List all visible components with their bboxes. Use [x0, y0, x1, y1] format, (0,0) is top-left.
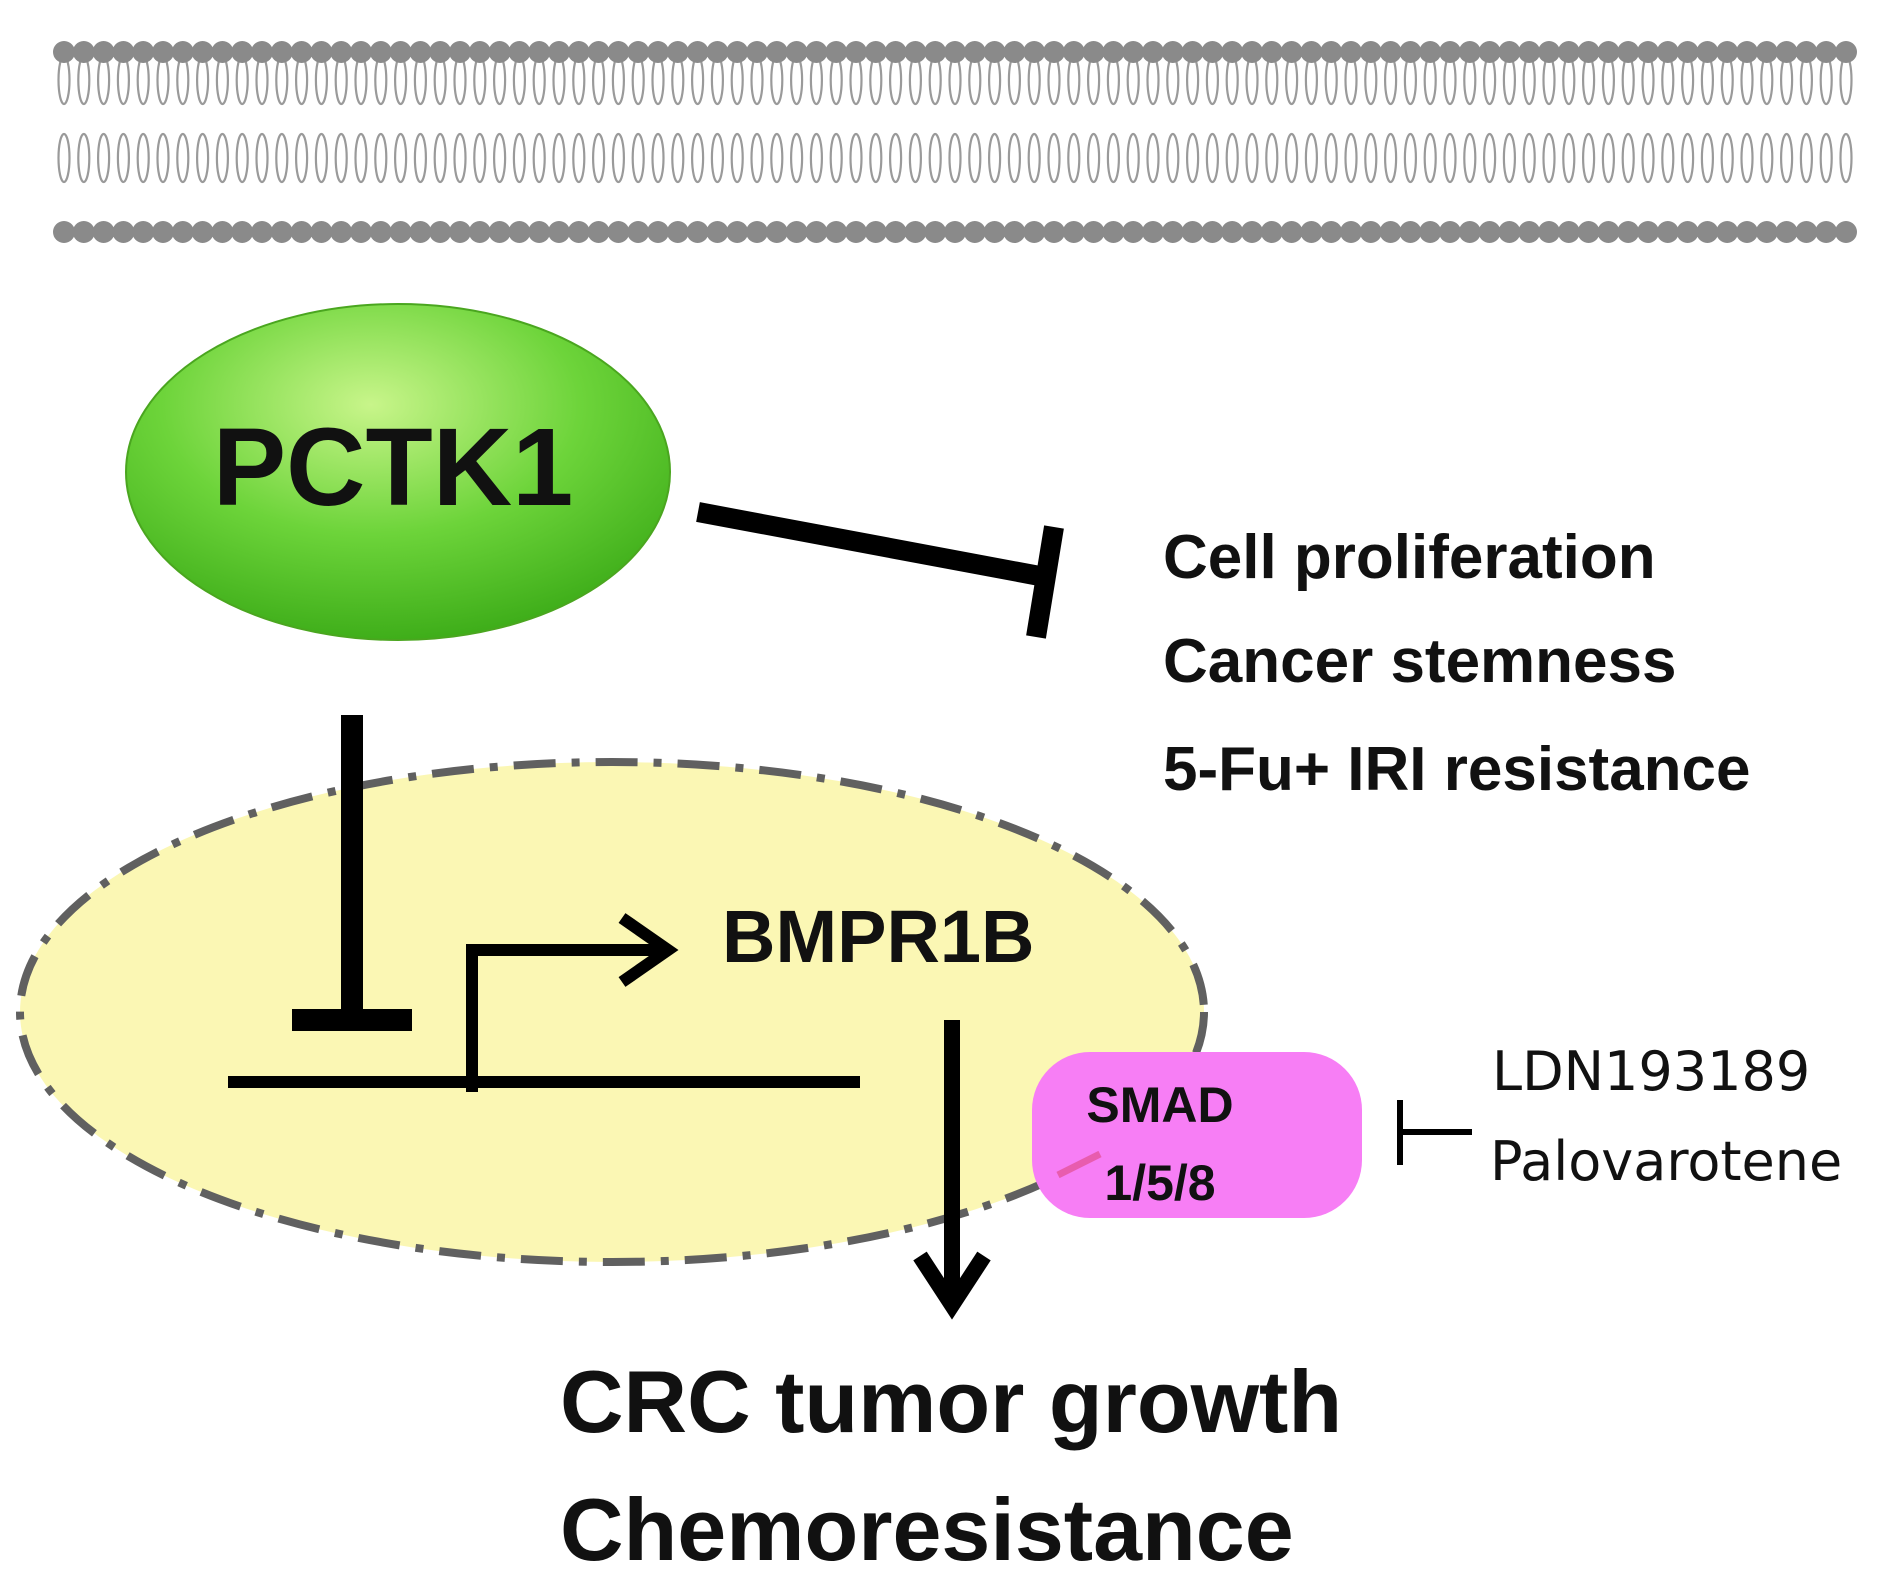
effect-cancer-stemness: Cancer stemness [1163, 627, 1677, 696]
bent-arrow-promoter-icon [466, 913, 679, 1092]
outcome-chemoresistance: Chemoresistance [560, 1480, 1294, 1579]
nucleus-border-overlap [1056, 1150, 1102, 1179]
outcome-crc-tumor-growth: CRC tumor growth [560, 1352, 1342, 1451]
smad-label-line1: SMAD [1086, 1077, 1233, 1133]
bmpr1b-label: BMPR1B [722, 895, 1034, 978]
inhibited-effects-list: Cell proliferation Cancer stemness 5-Fu+… [1163, 523, 1751, 804]
lipid-bilayer-icon [53, 41, 1857, 243]
t-bar-inhibition-icon [1397, 1100, 1472, 1165]
nucleus [16, 758, 1208, 1266]
t-bar-inhibition-icon [292, 715, 412, 1031]
inhibitor-palovarotene: Palovarotene [1490, 1130, 1842, 1193]
pctk1-node [125, 303, 671, 641]
smad-label-line2: 1/5/8 [1104, 1155, 1215, 1211]
inhibitor-ldn193189: LDN193189 [1492, 1040, 1810, 1103]
smad-node [1032, 1052, 1362, 1218]
t-bar-inhibition-icon [696, 502, 1064, 639]
arrow-icon [913, 1020, 991, 1320]
effect-cell-proliferation: Cell proliferation [1163, 523, 1656, 592]
pctk1-label: PCTK1 [213, 406, 574, 529]
outcomes-list: CRC tumor growth Chemoresistance [560, 1352, 1342, 1579]
effect-chemo-resistance: 5-Fu+ IRI resistance [1163, 735, 1751, 804]
